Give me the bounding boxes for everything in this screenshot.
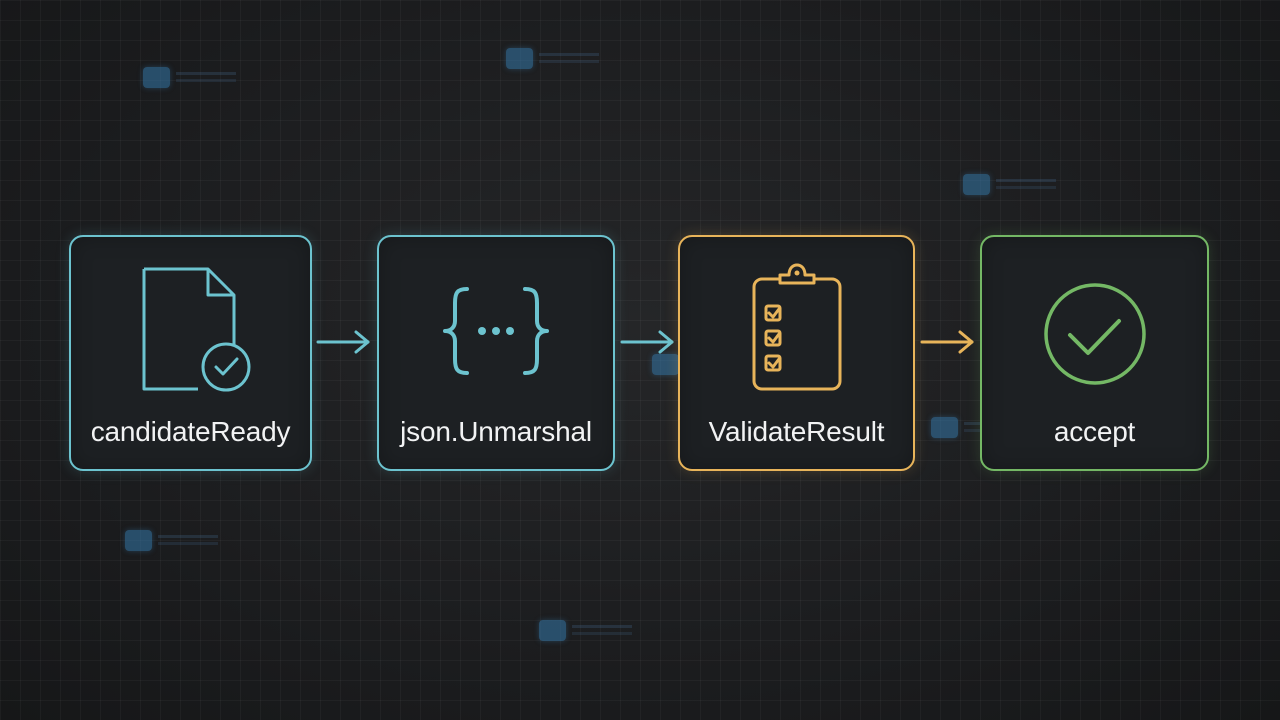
- watermark-mark: [506, 48, 599, 69]
- check-badge-circle: [201, 342, 250, 392]
- document-check-icon: [142, 267, 250, 392]
- check-circle-ring: [1043, 283, 1146, 385]
- checkbox: [764, 329, 781, 347]
- node-label: accept: [1053, 416, 1136, 447]
- watermark-mark: [143, 67, 236, 88]
- flow-arrow: [316, 330, 370, 354]
- document-outline: [143, 267, 235, 357]
- watermark-mark: [963, 174, 1056, 195]
- node-json-unmarshal: json.Unmarshal: [377, 235, 615, 471]
- check-mark: [1067, 319, 1121, 355]
- node-label: json.Unmarshal: [400, 416, 592, 447]
- ellipsis-dot: [478, 327, 486, 335]
- document-outline-left: [142, 269, 198, 391]
- flow-arrow: [920, 330, 974, 354]
- ellipsis-dot: [492, 327, 500, 335]
- watermark-mark: [652, 354, 745, 375]
- left-brace: [443, 287, 469, 375]
- checkbox: [764, 354, 781, 372]
- node-label: ValidateResult: [708, 416, 885, 447]
- ellipsis-dot: [506, 327, 514, 335]
- watermark-mark: [125, 530, 218, 551]
- watermark-mark: [539, 620, 632, 641]
- right-brace: [523, 287, 549, 375]
- node-accept: accept: [980, 235, 1209, 471]
- check-circle-icon: [1043, 283, 1146, 385]
- checkbox: [764, 304, 781, 322]
- node-label: candidateReady: [90, 416, 291, 447]
- document-fold: [206, 269, 234, 297]
- node-validate-result: ValidateResult: [678, 235, 915, 471]
- watermark-mark: [931, 417, 1024, 438]
- node-candidate-ready: candidateReady: [69, 235, 312, 471]
- check-mark: [214, 357, 238, 376]
- clipboard-hole: [794, 270, 799, 276]
- clipboard-checklist-icon: [752, 263, 841, 391]
- flow-arrow: [620, 330, 674, 354]
- curly-braces-icon: [443, 287, 549, 375]
